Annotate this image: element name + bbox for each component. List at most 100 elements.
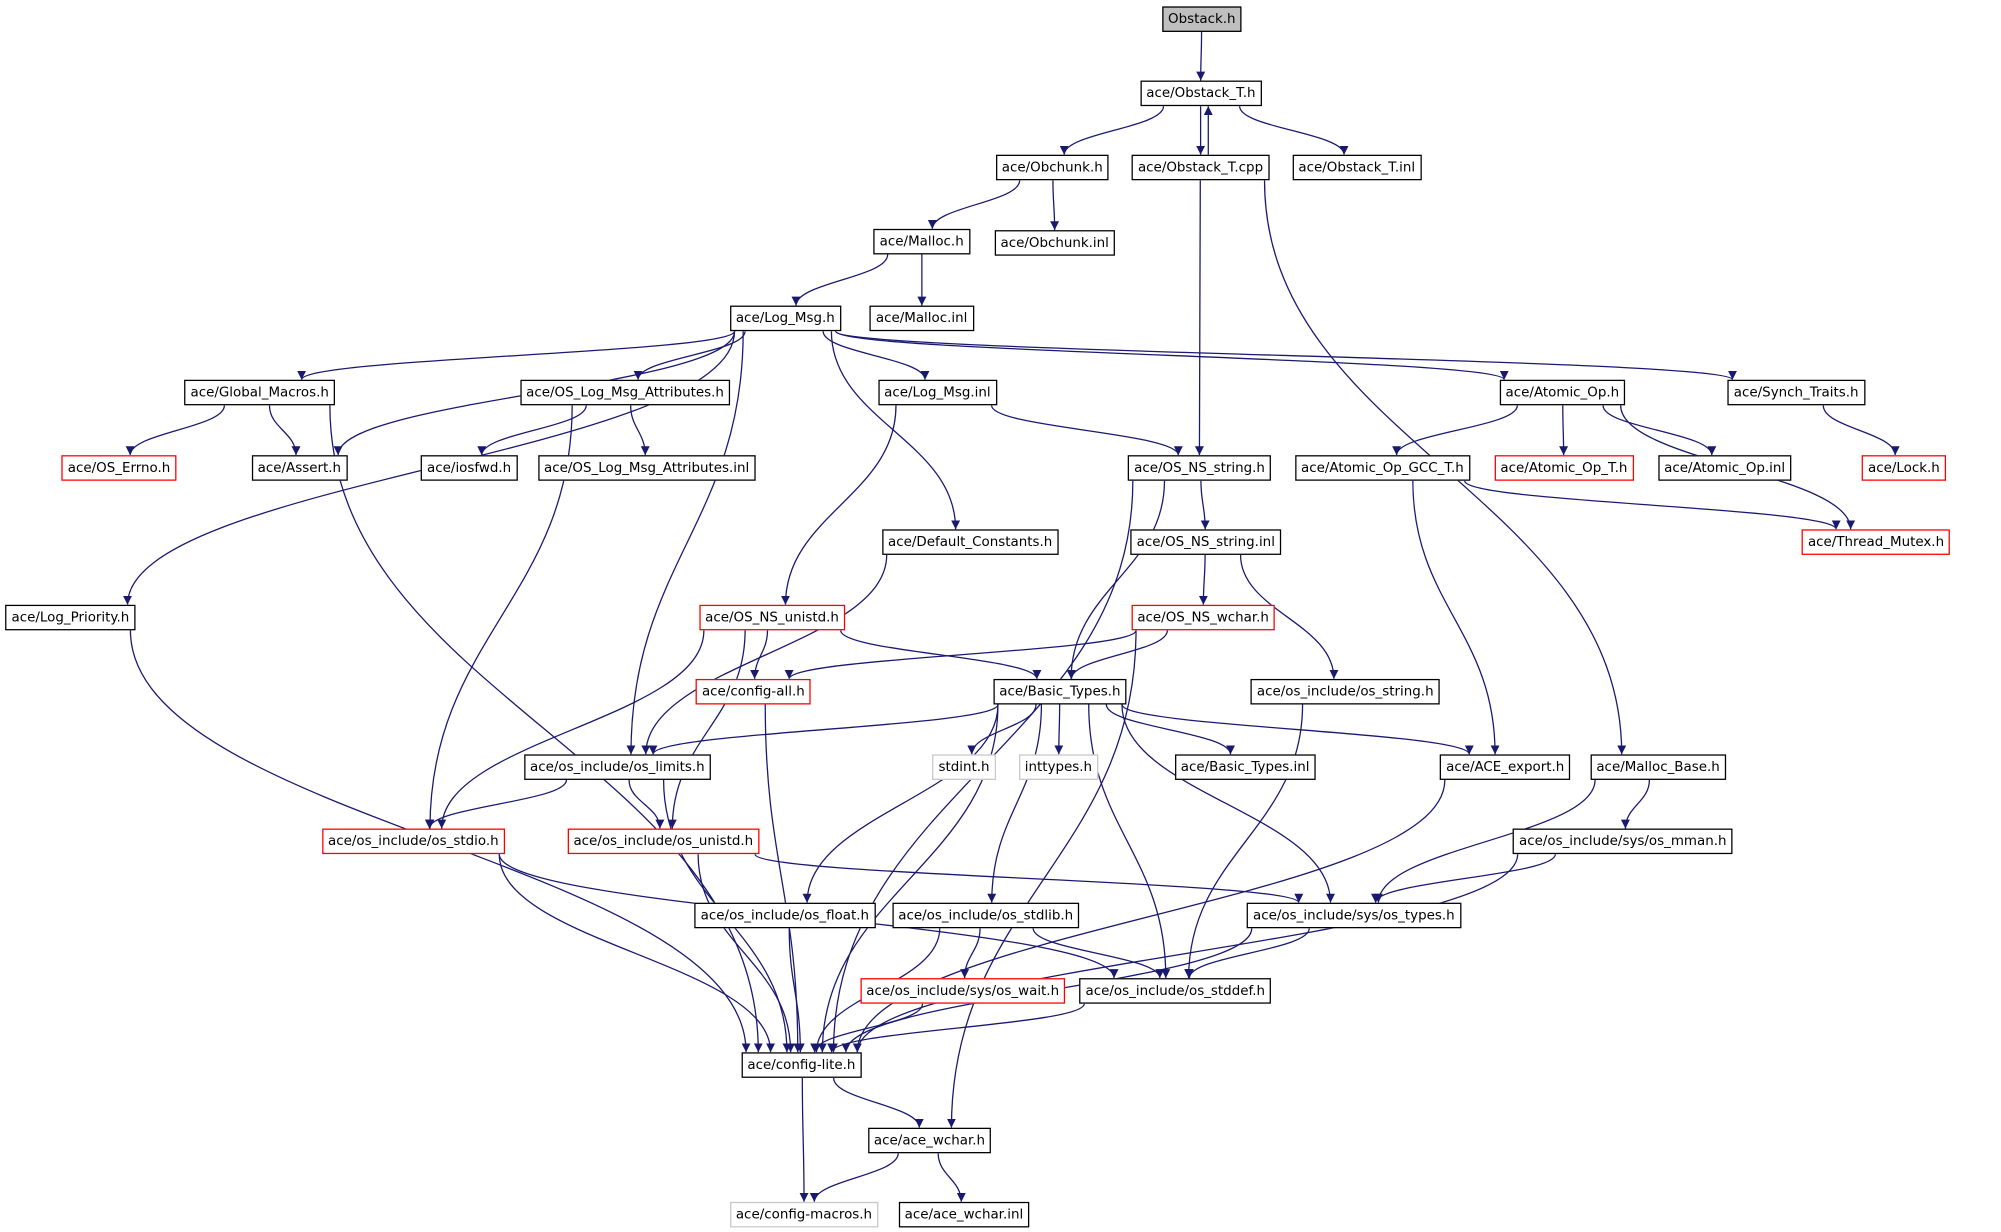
node-log-priority-h[interactable]: ace/Log_Priority.h bbox=[5, 604, 136, 631]
node-malloc-inl[interactable]: ace/Malloc.inl bbox=[869, 305, 974, 332]
node-config-macros-h[interactable]: ace/config-macros.h bbox=[729, 1201, 879, 1228]
node-obchunk-h[interactable]: ace/Obchunk.h bbox=[995, 154, 1110, 181]
node-thread-mutex-h[interactable]: ace/Thread_Mutex.h bbox=[1801, 529, 1951, 555]
edge-basic-types-h-to-os-stdlib-h bbox=[987, 704, 1043, 903]
node-os-stdlib-h[interactable]: ace/os_include/os_stdlib.h bbox=[891, 902, 1080, 929]
node-os-ns-string-h[interactable]: ace/OS_NS_string.h bbox=[1127, 455, 1272, 481]
edge-log-msg-inl-to-os-ns-string-h bbox=[990, 405, 1183, 456]
node-os-float-h[interactable]: ace/os_include/os_float.h bbox=[694, 902, 876, 929]
node-lock-h[interactable]: ace/Lock.h bbox=[1861, 455, 1947, 481]
edge-os-ns-string-h-to-basic-types-h bbox=[1066, 480, 1166, 679]
edge-os-log-msg-attributes-h-to-os-log-msg-attributes-inl bbox=[630, 405, 650, 456]
edge-os-stddef-h-to-config-lite-h bbox=[827, 1003, 1085, 1053]
node-basic-types-inl[interactable]: ace/Basic_Types.inl bbox=[1174, 754, 1316, 780]
node-atomic-op-h[interactable]: ace/Atomic_Op.h bbox=[1499, 379, 1626, 406]
edge-basic-types-h-to-sys-os-types-h bbox=[1121, 704, 1335, 903]
edge-malloc-h-to-log-msg-h bbox=[791, 254, 889, 306]
edge-basic-types-h-to-inttypes-h bbox=[1054, 704, 1064, 755]
node-os-unistd-h[interactable]: ace/os_include/os_unistd.h bbox=[567, 828, 760, 855]
node-obstack-h[interactable]: Obstack.h bbox=[1161, 6, 1242, 32]
edge-obstack-t-h-to-obstack-t-inl bbox=[1238, 105, 1349, 155]
edge-config-lite-h-to-config-macros-h bbox=[799, 1077, 809, 1202]
node-config-all-h[interactable]: ace/config-all.h bbox=[695, 678, 812, 705]
edge-os-ns-unistd-h-to-os-unistd-h bbox=[667, 630, 746, 829]
node-os-string-h[interactable]: ace/os_include/os_string.h bbox=[1250, 678, 1440, 705]
node-default-constants-h[interactable]: ace/Default_Constants.h bbox=[881, 529, 1059, 555]
node-obstack-t-cpp[interactable]: ace/Obstack_T.cpp bbox=[1131, 154, 1270, 181]
edge-sys-os-mman-h-to-config-lite-h bbox=[852, 854, 1519, 1053]
node-os-errno-h[interactable]: ace/OS_Errno.h bbox=[61, 455, 177, 481]
edge-os-unistd-h-to-config-lite-h bbox=[697, 854, 796, 1053]
edge-os-unistd-h-to-sys-os-types-h bbox=[754, 853, 1304, 904]
node-stdint-h[interactable]: stdint.h bbox=[932, 754, 996, 780]
edge-atomic-op-h-to-atomic-op-t-h bbox=[1559, 405, 1569, 456]
node-os-limits-h[interactable]: ace/os_include/os_limits.h bbox=[523, 754, 712, 780]
edge-log-msg-h-to-os-limits-h bbox=[626, 331, 744, 755]
edge-ace-wchar-h-to-config-macros-h bbox=[809, 1153, 899, 1203]
edge-atomic-op-gcc-t-h-to-ace-export-h bbox=[1412, 480, 1500, 755]
node-obchunk-inl[interactable]: ace/Obchunk.inl bbox=[994, 230, 1116, 256]
node-sys-os-types-h[interactable]: ace/os_include/sys/os_types.h bbox=[1246, 902, 1462, 929]
node-basic-types-h[interactable]: ace/Basic_Types.h bbox=[992, 678, 1127, 705]
edge-obstack-t-h-to-obchunk-h bbox=[1059, 105, 1165, 155]
edge-os-ns-wchar-h-to-basic-types-h bbox=[1066, 630, 1169, 680]
node-atomic-op-t-h[interactable]: ace/Atomic_Op_T.h bbox=[1494, 455, 1634, 481]
node-sys-os-wait-h[interactable]: ace/os_include/sys/os_wait.h bbox=[859, 978, 1066, 1004]
node-ace-wchar-h[interactable]: ace/ace_wchar.h bbox=[867, 1127, 992, 1154]
edge-basic-types-h-to-ace-export-h bbox=[1121, 703, 1474, 755]
edge-config-lite-h-to-ace-wchar-h bbox=[833, 1077, 924, 1128]
edge-log-msg-inl-to-os-ns-unistd-h bbox=[781, 405, 897, 605]
node-obstack-t-h[interactable]: ace/Obstack_T.h bbox=[1139, 80, 1262, 107]
edge-os-ns-string-inl-to-os-string-h bbox=[1239, 554, 1339, 679]
node-log-msg-h[interactable]: ace/Log_Msg.h bbox=[729, 305, 842, 332]
node-config-lite-h[interactable]: ace/config-lite.h bbox=[740, 1052, 862, 1078]
edge-sys-os-wait-h-to-config-lite-h bbox=[810, 1003, 924, 1053]
node-os-ns-wchar-h[interactable]: ace/OS_NS_wchar.h bbox=[1130, 604, 1276, 631]
node-obstack-t-inl[interactable]: ace/Obstack_T.inl bbox=[1292, 154, 1422, 181]
edge-os-ns-string-h-to-os-ns-string-inl bbox=[1200, 480, 1210, 530]
node-inttypes-h[interactable]: inttypes.h bbox=[1018, 754, 1099, 780]
node-atomic-op-gcc-t-h[interactable]: ace/Atomic_Op_GCC_T.h bbox=[1294, 455, 1471, 481]
node-malloc-base-h[interactable]: ace/Malloc_Base.h bbox=[1589, 754, 1727, 780]
edge-log-msg-h-to-global-macros-h bbox=[297, 330, 736, 381]
node-os-log-msg-attributes-inl[interactable]: ace/OS_Log_Msg_Attributes.inl bbox=[537, 455, 756, 481]
node-global-macros-h[interactable]: ace/Global_Macros.h bbox=[184, 379, 336, 406]
edge-os-ns-unistd-h-to-os-stdio-h bbox=[437, 630, 705, 829]
edge-basic-types-h-to-os-stddef-h bbox=[1088, 704, 1171, 979]
node-assert-h[interactable]: ace/Assert.h bbox=[251, 455, 348, 481]
edge-os-log-msg-attributes-h-to-iosfwd-h bbox=[477, 405, 587, 456]
node-ace-wchar-inl[interactable]: ace/ace_wchar.inl bbox=[898, 1201, 1030, 1228]
node-ace-export-h[interactable]: ace/ACE_export.h bbox=[1439, 754, 1571, 780]
edge-obstack-t-cpp-to-os-ns-string-h bbox=[1194, 180, 1204, 456]
edge-os-limits-h-to-os-unistd-h bbox=[628, 779, 665, 829]
edge-obchunk-h-to-obchunk-inl bbox=[1050, 180, 1060, 231]
edge-basic-types-h-to-os-float-h bbox=[802, 704, 999, 903]
node-log-msg-inl[interactable]: ace/Log_Msg.inl bbox=[877, 379, 997, 406]
edge-os-ns-string-inl-to-os-ns-wchar-h bbox=[1198, 554, 1208, 605]
edge-os-string-h-to-os-stddef-h bbox=[1184, 704, 1304, 979]
edge-sys-os-mman-h-to-sys-os-types-h bbox=[1371, 853, 1557, 903]
node-os-ns-unistd-h[interactable]: ace/OS_NS_unistd.h bbox=[698, 604, 846, 631]
edge-basic-types-h-to-basic-types-inl bbox=[1105, 704, 1235, 755]
edge-global-macros-h-to-os-errno-h bbox=[125, 405, 226, 456]
edge-os-stdlib-h-to-sys-os-wait-h bbox=[960, 928, 981, 979]
node-os-stddef-h[interactable]: ace/os_include/os_stddef.h bbox=[1079, 978, 1272, 1004]
node-atomic-op-inl[interactable]: ace/Atomic_Op.inl bbox=[1657, 455, 1792, 481]
edge-os-ns-wchar-h-to-config-all-h bbox=[784, 629, 1137, 680]
node-sys-os-mman-h[interactable]: ace/os_include/sys/os_mman.h bbox=[1512, 828, 1733, 855]
edge-ace-export-h-to-config-lite-h bbox=[852, 779, 1446, 1053]
edge-atomic-op-h-to-atomic-op-inl bbox=[1602, 405, 1717, 456]
edge-global-macros-h-to-config-lite-h bbox=[329, 405, 763, 1053]
node-os-log-msg-attributes-h[interactable]: ace/OS_Log_Msg_Attributes.h bbox=[519, 379, 731, 406]
node-synch-traits-h[interactable]: ace/Synch_Traits.h bbox=[1727, 379, 1865, 406]
node-os-stdio-h[interactable]: ace/os_include/os_stdio.h bbox=[321, 828, 506, 855]
node-malloc-h[interactable]: ace/Malloc.h bbox=[873, 228, 971, 255]
edge-log-msg-h-to-synch-traits-h bbox=[834, 330, 1737, 381]
edge-log-msg-h-to-atomic-op-h bbox=[834, 330, 1509, 381]
node-os-ns-string-inl[interactable]: ace/OS_NS_string.inl bbox=[1130, 529, 1282, 555]
edge-log-msg-h-to-log-msg-inl bbox=[822, 331, 930, 380]
node-iosfwd-h[interactable]: ace/iosfwd.h bbox=[420, 455, 518, 481]
edge-atomic-op-h-to-atomic-op-gcc-t-h bbox=[1392, 405, 1519, 456]
